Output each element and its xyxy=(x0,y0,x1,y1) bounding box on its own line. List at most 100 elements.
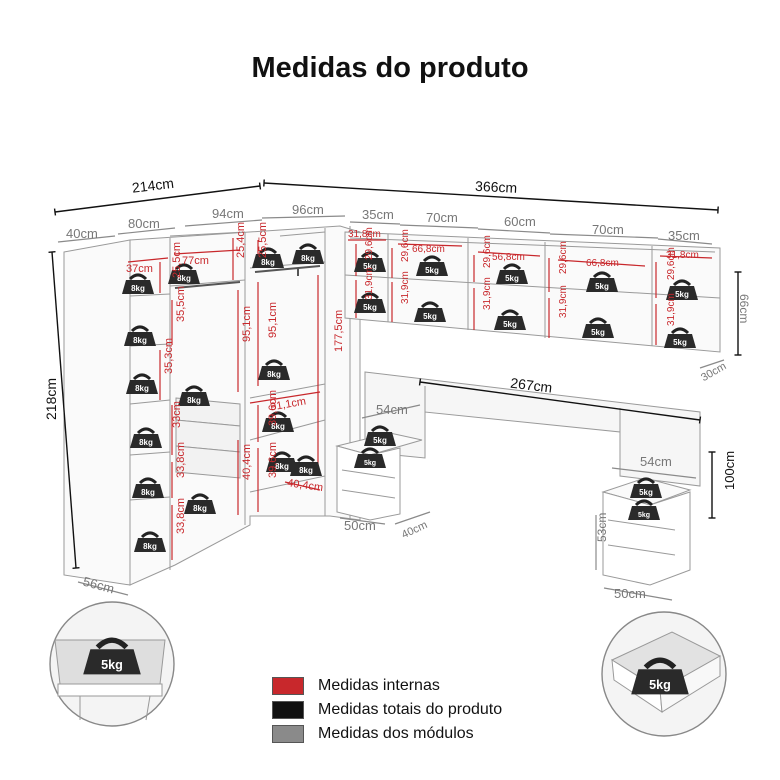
module-dimensions xyxy=(57,215,725,601)
svg-text:31,8cm: 31,8cm xyxy=(348,229,381,240)
svg-text:8kg: 8kg xyxy=(275,462,289,471)
weight-icon: 8kg xyxy=(290,243,326,266)
svg-text:31,8cm: 31,8cm xyxy=(666,250,699,261)
total-labels: 214cm 366cm 218cm 267cm 100cm xyxy=(43,175,737,490)
svg-text:8kg: 8kg xyxy=(141,488,155,497)
svg-text:5kg: 5kg xyxy=(423,312,437,321)
weight-icon: 5kg xyxy=(628,477,664,500)
weight-icon: 8kg xyxy=(166,263,202,286)
svg-text:35cm: 35cm xyxy=(362,207,394,222)
svg-text:5kg: 5kg xyxy=(639,488,653,497)
svg-text:96cm: 96cm xyxy=(292,202,324,217)
svg-text:70cm: 70cm xyxy=(426,210,458,225)
svg-text:5kg: 5kg xyxy=(373,436,387,445)
svg-text:8kg: 8kg xyxy=(131,284,145,293)
svg-text:8kg: 8kg xyxy=(177,274,191,283)
svg-text:60cm: 60cm xyxy=(504,214,536,229)
svg-text:39,6cm: 39,6cm xyxy=(267,442,279,478)
svg-text:40,4cm: 40,4cm xyxy=(241,444,253,480)
svg-text:31,9cm: 31,9cm xyxy=(666,293,677,326)
weight-icon: 8kg xyxy=(124,373,160,396)
legend-swatch-red xyxy=(272,677,304,695)
legend-item-total: Medidas totais do produto xyxy=(272,701,502,719)
internal-labels: 37cm 25,5cm 77cm 25,4cm 25,5cm 35,5cm 35… xyxy=(126,222,699,534)
weight-icon: 5kg xyxy=(626,499,662,522)
svg-text:33,8cm: 33,8cm xyxy=(175,442,187,478)
svg-text:66,8cm: 66,8cm xyxy=(412,244,445,255)
svg-text:31,9cm: 31,9cm xyxy=(364,267,375,300)
svg-text:80cm: 80cm xyxy=(128,216,160,231)
svg-text:95,1cm: 95,1cm xyxy=(241,306,253,342)
svg-text:8kg: 8kg xyxy=(301,254,315,263)
svg-text:53cm: 53cm xyxy=(595,513,609,542)
weight-icon: 5kg xyxy=(352,251,388,274)
legend-label: Medidas totais do produto xyxy=(318,701,503,718)
svg-text:66cm: 66cm xyxy=(737,294,751,323)
svg-text:40cm: 40cm xyxy=(400,519,429,541)
legend-item-internal: Medidas internas xyxy=(272,677,440,695)
svg-text:94cm: 94cm xyxy=(212,206,244,221)
legend-swatch-grey xyxy=(272,725,304,743)
weight-icon: 8kg xyxy=(182,493,218,516)
hanging-rods xyxy=(174,265,321,289)
svg-text:5kg: 5kg xyxy=(649,678,671,692)
weight-icon: 5kg xyxy=(662,327,698,350)
svg-text:66,8cm: 66,8cm xyxy=(586,258,619,269)
svg-text:25,4cm: 25,4cm xyxy=(235,222,247,258)
weight-icons: 8kg 8kg 8kg 8kg 8kg 8kg 8kg 8kg 8kg 8kg … xyxy=(120,243,700,554)
weight-icon: 8kg xyxy=(288,455,324,478)
svg-text:8kg: 8kg xyxy=(135,384,149,393)
total-dimensions xyxy=(48,179,742,569)
svg-text:40,4cm: 40,4cm xyxy=(286,477,323,494)
svg-text:5kg: 5kg xyxy=(503,320,517,329)
svg-text:5kg: 5kg xyxy=(673,338,687,347)
weight-icon: 5kg xyxy=(492,309,528,332)
module-labels: 40cm 80cm 94cm 96cm 35cm 70cm 60cm 70cm … xyxy=(66,202,751,601)
weight-icon: 8kg xyxy=(264,451,300,474)
svg-text:54cm: 54cm xyxy=(640,454,672,469)
svg-text:5kg: 5kg xyxy=(425,266,439,275)
weight-icon: 5kg xyxy=(362,425,398,448)
weight-icon: 5kg xyxy=(414,255,450,278)
svg-text:25,5cm: 25,5cm xyxy=(257,222,269,258)
svg-text:29,6cm: 29,6cm xyxy=(400,229,411,262)
svg-text:5kg: 5kg xyxy=(101,658,123,672)
svg-text:5kg: 5kg xyxy=(675,290,689,299)
svg-text:5kg: 5kg xyxy=(364,460,376,467)
svg-text:37cm: 37cm xyxy=(126,263,153,275)
svg-text:29,6cm: 29,6cm xyxy=(482,235,493,268)
weight-icon: 8kg xyxy=(132,531,168,554)
svg-text:8kg: 8kg xyxy=(187,396,201,405)
svg-text:50cm: 50cm xyxy=(614,586,646,601)
svg-text:31,9cm: 31,9cm xyxy=(558,285,569,318)
weight-icon: 5kg xyxy=(412,301,448,324)
drawer-detail-left: 5kg xyxy=(49,601,175,727)
svg-text:8kg: 8kg xyxy=(139,438,153,447)
svg-text:40cm: 40cm xyxy=(66,226,98,241)
svg-text:5kg: 5kg xyxy=(363,262,377,271)
legend-item-modules: Medidas dos módulos xyxy=(272,725,474,743)
svg-text:95,1cm: 95,1cm xyxy=(267,302,279,338)
svg-text:5kg: 5kg xyxy=(505,274,519,283)
svg-text:8kg: 8kg xyxy=(299,466,313,475)
legend-swatch-black xyxy=(272,701,304,719)
svg-text:29,6cm: 29,6cm xyxy=(666,247,677,280)
svg-text:54cm: 54cm xyxy=(376,402,408,417)
page-title: Medidas do produto xyxy=(251,52,529,84)
svg-text:35,5cm: 35,5cm xyxy=(175,286,187,322)
svg-text:29,6cm: 29,6cm xyxy=(364,227,375,260)
svg-text:33cm: 33cm xyxy=(171,401,183,428)
drawer-detail-right: 5kg xyxy=(601,611,727,737)
weight-icon: 8kg xyxy=(250,247,286,270)
weight-icon: 8kg xyxy=(260,411,296,434)
corner-wardrobe xyxy=(63,225,361,586)
svg-text:8kg: 8kg xyxy=(193,504,207,513)
headboard-height-label: 100cm xyxy=(722,451,737,490)
svg-text:5kg: 5kg xyxy=(638,512,650,519)
svg-text:31,9cm: 31,9cm xyxy=(482,277,493,310)
legend-label: Medidas dos módulos xyxy=(318,725,474,742)
weight-icon: 8kg xyxy=(130,477,166,500)
weight-icon: 8kg xyxy=(120,273,156,296)
weight-icon: 5kg xyxy=(580,317,616,340)
svg-text:5kg: 5kg xyxy=(363,303,377,312)
